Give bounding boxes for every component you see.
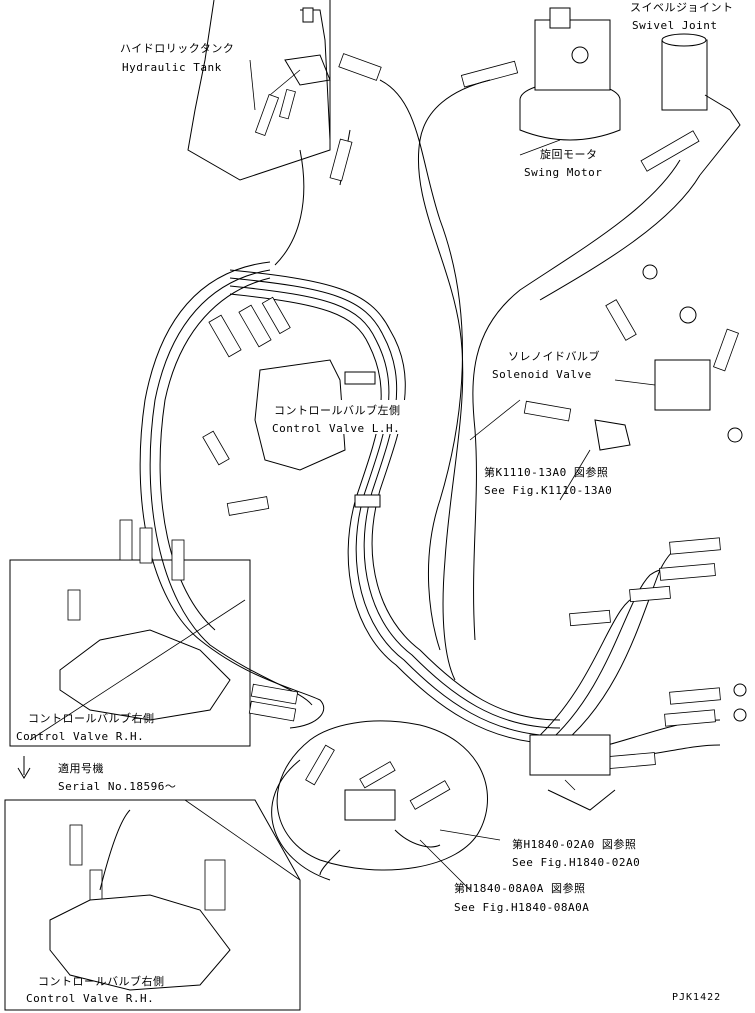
control-valve-rh2-label-en: Control Valve R.H. [26, 992, 154, 1005]
swivel-joint [640, 33, 741, 176]
ref-h1840-08-label-en: See Fig.H1840-08A0A [454, 901, 589, 914]
serial-arrow [17, 756, 31, 779]
solenoid-valve-label-en: Solenoid Valve [492, 368, 592, 381]
leader-lines [29, 59, 656, 891]
solenoid-valve-label-jp: ソレノイドバルブ [508, 349, 600, 363]
lower-hose-assembly [271, 720, 488, 881]
ref-k1110-label-jp: 第K1110-13A0 図参照 [484, 465, 608, 479]
control-valve-rh-label-en: Control Valve R.H. [16, 730, 144, 743]
ref-h1840-02-label-jp: 第H1840-02A0 図参照 [512, 837, 636, 851]
swing-motor [460, 7, 621, 141]
inset-control-valve-rh [9, 519, 299, 747]
swing-motor-label-jp: 旋回モータ [540, 147, 598, 161]
control-valve-lh-label-jp: コントロールバルブ左側 [274, 403, 401, 417]
control-valve-rh-label-jp: コントロールバルブ右側 [28, 711, 155, 725]
ref-h1840-02-label-en: See Fig.H1840-02A0 [512, 856, 640, 869]
hydraulic-tank-label-en: Hydraulic Tank [122, 61, 222, 74]
ref-k1110-label-en: See Fig.K1110-13A0 [484, 484, 612, 497]
swing-motor-label-en: Swing Motor [524, 166, 602, 179]
serial-label-jp: 適用号機 [58, 761, 104, 775]
hydraulic-tank-label-jp: ハイドロリックタンク [120, 42, 234, 55]
solenoid-valve [523, 264, 743, 451]
hose-bundle [139, 79, 747, 811]
control-valve-lh-label-en: Control Valve L.H. [272, 422, 400, 435]
serial-label-en: Serial No.18596～ [58, 780, 176, 793]
swivel-joint-label-en: Swivel Joint [632, 19, 717, 32]
hydraulic-tank [187, 0, 382, 186]
control-valve-rh2-label-jp: コントロールバルブ右側 [38, 974, 165, 988]
ref-h1840-08-label-jp: 第H1840-08A0A 図参照 [454, 881, 585, 895]
drawing-code: PJK1422 [672, 992, 721, 1003]
swivel-joint-label-jp: スイベルジョイント [630, 1, 734, 14]
inset-serial [4, 799, 301, 1011]
